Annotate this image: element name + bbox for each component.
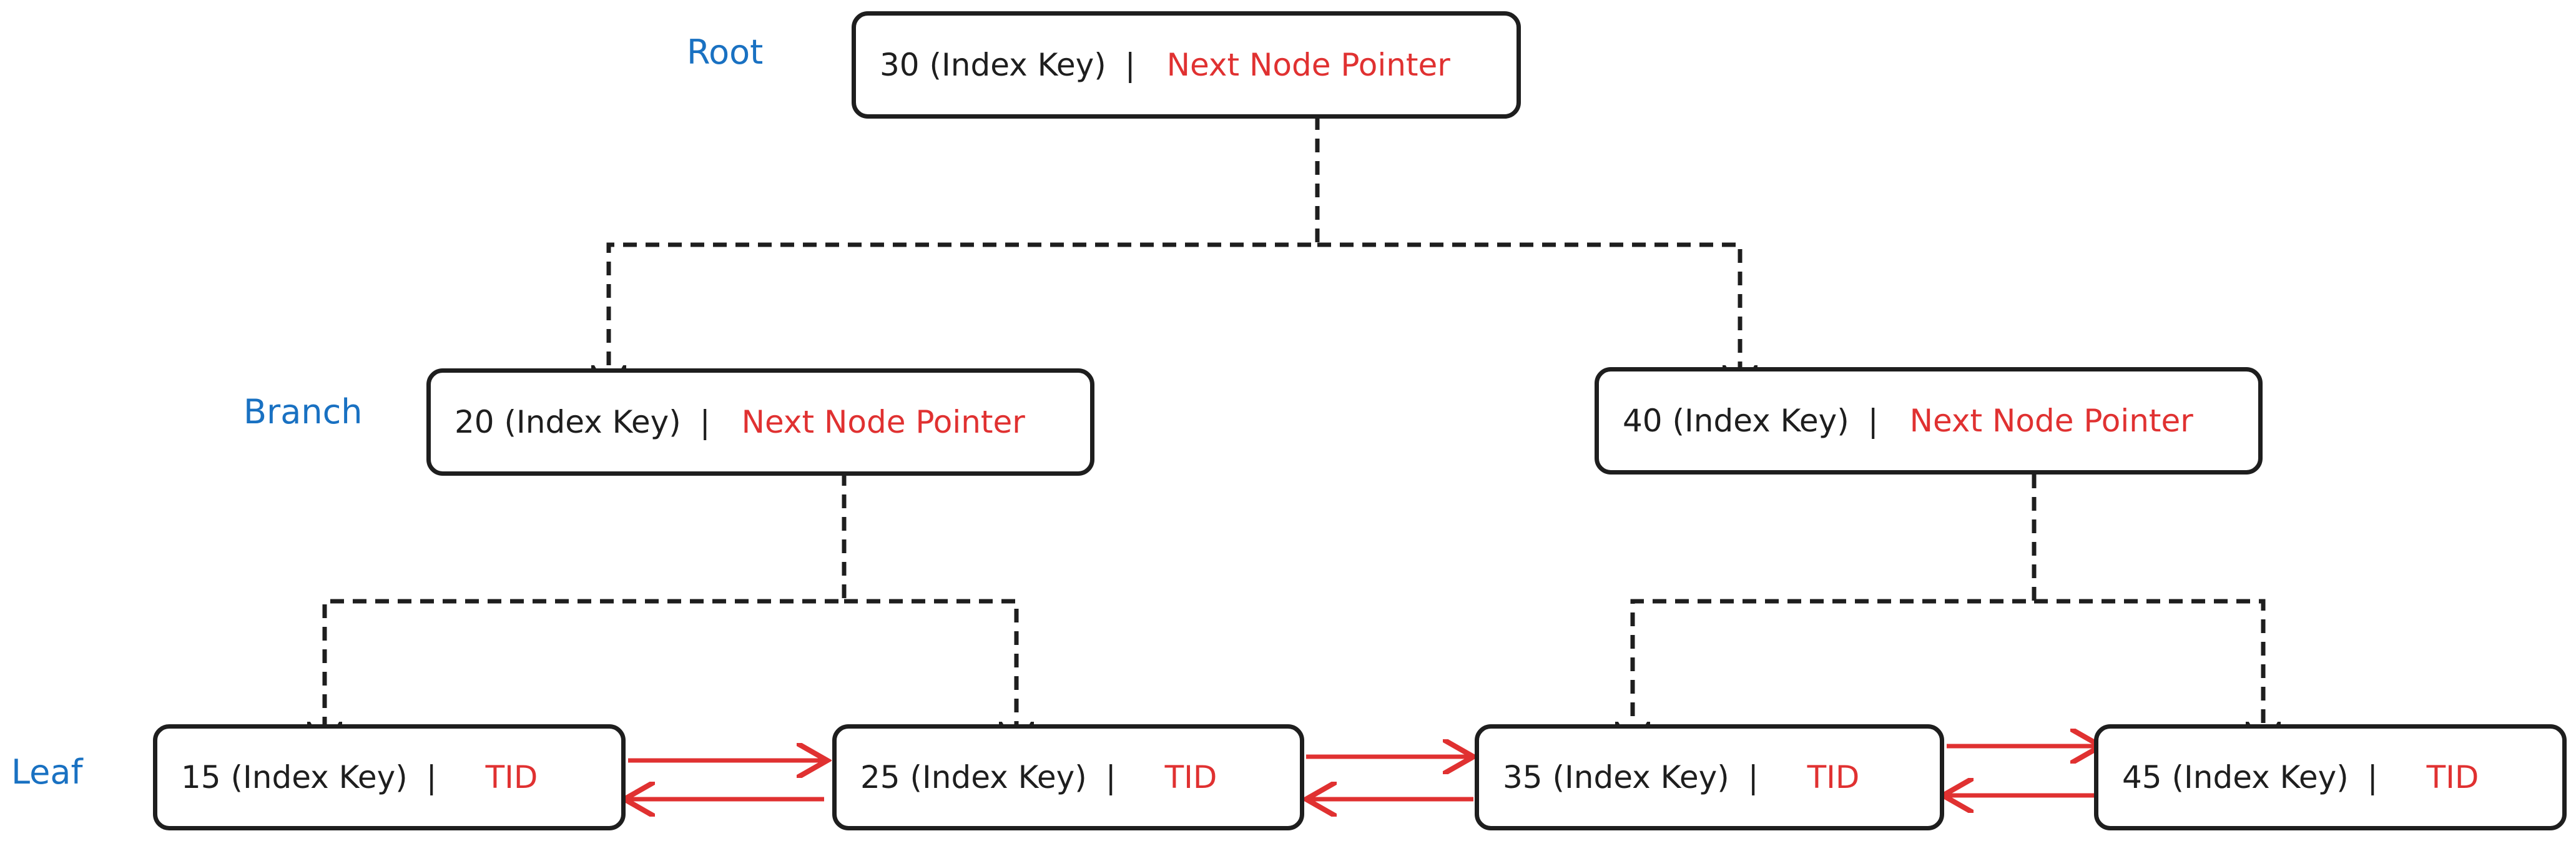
branch-node-left: 20 (Index Key) | Next Node Pointer (426, 368, 1094, 476)
leaf-2-index-key: 25 (Index Key) (860, 759, 1087, 795)
root-separator: | (1124, 47, 1136, 83)
leaf-4-index-key: 45 (Index Key) (2122, 759, 2349, 795)
leaf-node-1: 15 (Index Key) | TID (153, 724, 626, 830)
root-index-key: 30 (Index Key) (880, 47, 1106, 83)
leaf-1-index-key: 15 (Index Key) (181, 759, 408, 795)
leaf-node-4: 45 (Index Key) | TID (2094, 724, 2567, 830)
leaf-1-tid: TID (485, 759, 538, 795)
branch-right-separator: | (1867, 403, 1879, 439)
edge-branch-right-to-leaf-4 (2034, 599, 2263, 752)
branch-left-index-key: 20 (Index Key) (455, 404, 681, 440)
branch-left-separator: | (699, 404, 710, 440)
level-label-root: Root (687, 32, 764, 72)
edge-branch-left-to-leaf-1 (325, 450, 847, 752)
leaf-node-3: 35 (Index Key) | TID (1475, 724, 1944, 830)
edge-branch-left-to-leaf-2 (844, 599, 1016, 752)
leaf-3-tid: TID (1807, 759, 1860, 795)
leaf-4-tid: TID (2426, 759, 2479, 795)
leaf-1-separator: | (426, 759, 437, 795)
leaf-2-separator: | (1105, 759, 1116, 795)
leaf-2-tid: TID (1164, 759, 1217, 795)
edge-root-to-branch-left (609, 94, 1320, 396)
leaf-3-separator: | (1748, 759, 1759, 795)
branch-right-index-key: 40 (Index Key) (1623, 403, 1849, 439)
leaf-3-index-key: 35 (Index Key) (1503, 759, 1729, 795)
branch-right-next-node-pointer: Next Node Pointer (1909, 403, 2193, 439)
edge-branch-right-to-leaf-3 (1633, 475, 2037, 752)
root-next-node-pointer: Next Node Pointer (1166, 47, 1450, 83)
root-node: 30 (Index Key) | Next Node Pointer (852, 11, 1521, 119)
level-label-branch: Branch (243, 392, 363, 431)
edge-root-to-branch-right (1317, 242, 1740, 396)
branch-left-next-node-pointer: Next Node Pointer (741, 404, 1025, 440)
branch-node-right: 40 (Index Key) | Next Node Pointer (1595, 367, 2263, 475)
leaf-4-separator: | (2367, 759, 2378, 795)
level-label-leaf: Leaf (11, 752, 83, 792)
leaf-node-2: 25 (Index Key) | TID (832, 724, 1304, 830)
